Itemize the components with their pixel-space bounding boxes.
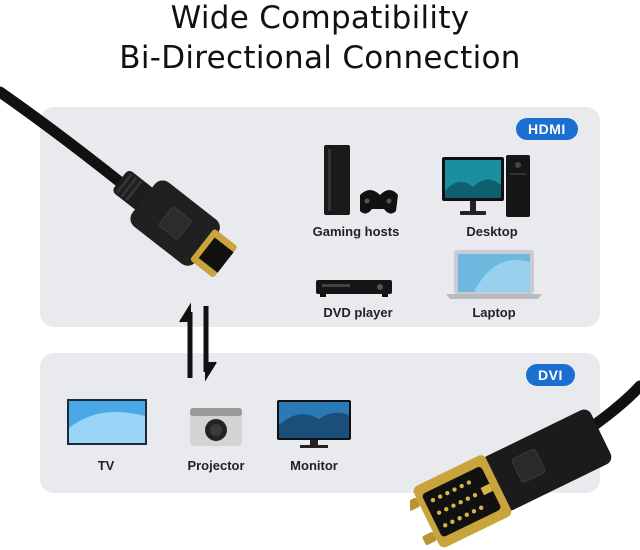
monitor-label: Monitor <box>290 458 338 473</box>
dvd-player-icon <box>314 276 394 298</box>
tv-icon <box>66 398 148 448</box>
laptop-label: Laptop <box>472 305 516 320</box>
title-line-1: Wide Compatibility <box>170 0 470 36</box>
dvi-badge: DVI <box>526 364 575 386</box>
bidirectional-arrow-icon <box>179 302 217 382</box>
monitor-icon <box>276 399 352 449</box>
game-console-icon <box>320 143 400 217</box>
hdmi-badge: HDMI <box>516 118 578 140</box>
gaming-hosts-label: Gaming hosts <box>312 224 400 239</box>
desktop-computer-icon <box>440 153 540 219</box>
tv-label: TV <box>97 458 115 473</box>
title-line-2: Bi-Directional Connection <box>119 40 521 76</box>
desktop-label: Desktop <box>466 224 518 239</box>
laptop-icon <box>444 248 544 300</box>
dvi-connector-icon <box>410 380 640 548</box>
projector-icon <box>186 406 246 448</box>
dvd-player-label: DVD player <box>323 305 393 320</box>
hdmi-cable-icon <box>0 86 237 278</box>
projector-label: Projector <box>187 458 245 473</box>
